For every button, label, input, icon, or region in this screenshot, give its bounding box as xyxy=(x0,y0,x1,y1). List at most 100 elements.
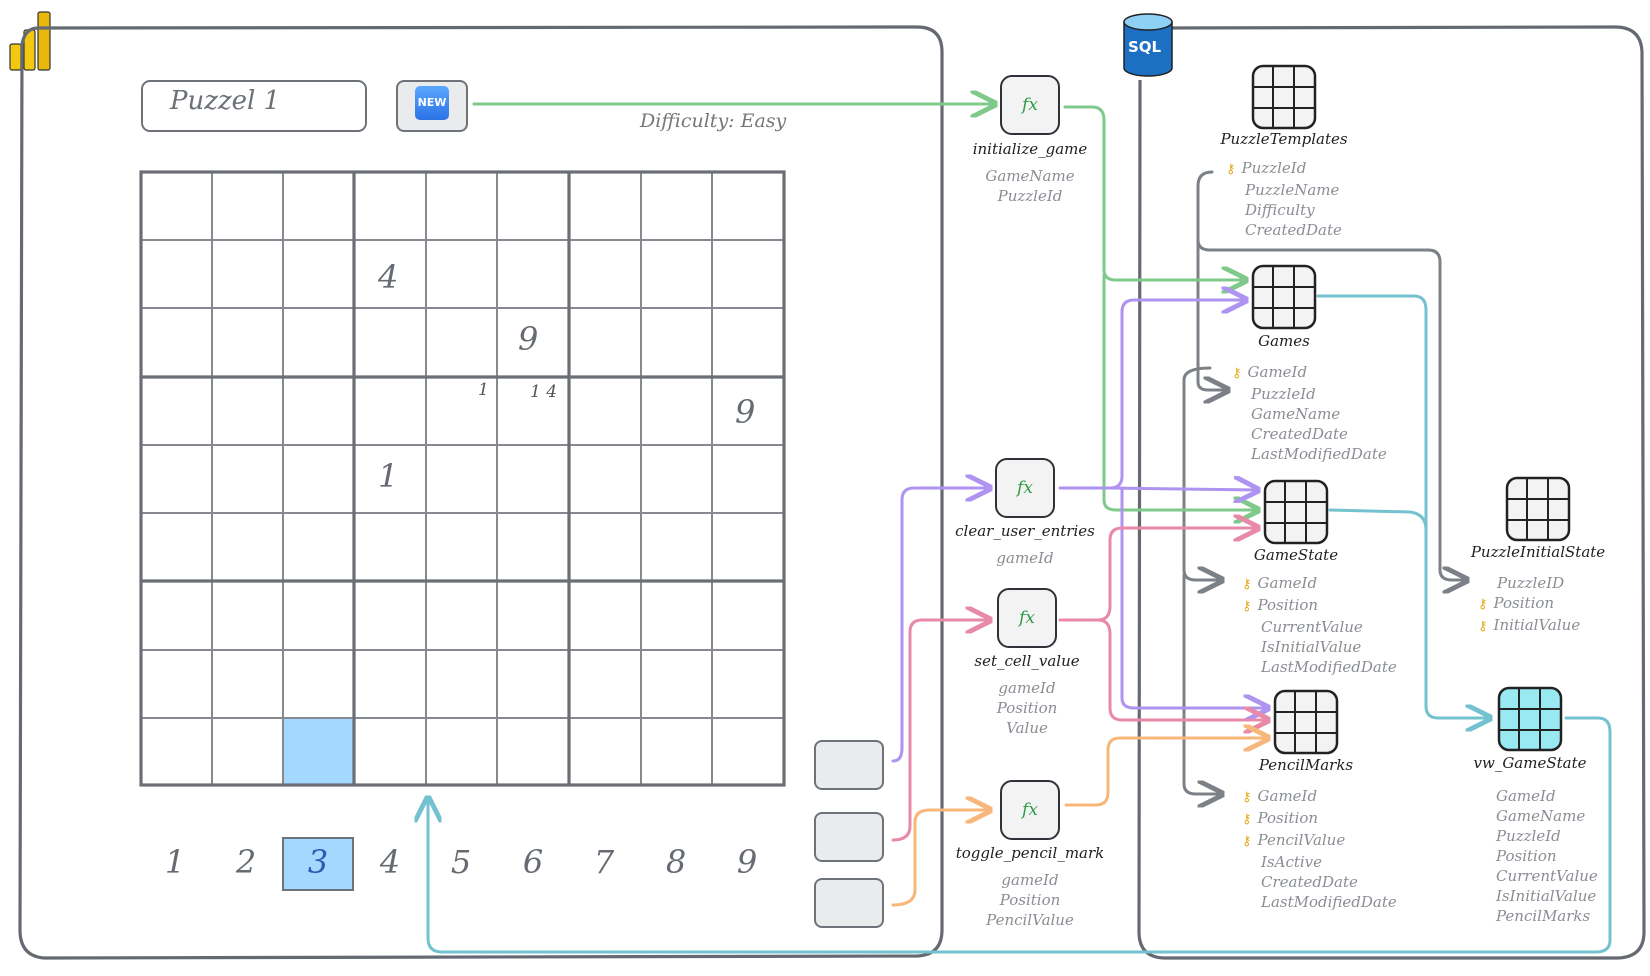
table-icon-puzzleinitialstate xyxy=(1505,476,1571,542)
column-name: IsInitialValue xyxy=(1496,887,1597,905)
column-name: PuzzleId xyxy=(1251,385,1316,403)
column-name: PencilValue xyxy=(1257,831,1346,849)
table-icon-vw-gamestate xyxy=(1497,686,1563,752)
column-name: PuzzleId xyxy=(1241,159,1307,177)
set-connectors xyxy=(891,528,1268,842)
function-name: clear_user_entries xyxy=(955,522,1095,540)
number-pad-button[interactable]: 6 xyxy=(522,843,544,881)
key-icon: ⚷ xyxy=(1242,812,1252,827)
number-pad-selected xyxy=(282,837,354,891)
selected-cell[interactable] xyxy=(283,718,354,785)
function-param: Position xyxy=(996,699,1058,717)
number-pad-button[interactable]: 3 xyxy=(307,843,329,881)
table-columns: ⚷GameId ⚷Position ⚷PencilValue IsActive … xyxy=(1242,786,1397,912)
function-name: toggle_pencil_mark xyxy=(955,844,1105,862)
column-name: IsActive xyxy=(1261,853,1323,871)
column-name: PuzzleId xyxy=(1496,827,1561,845)
column-name: PuzzleName xyxy=(1245,181,1340,199)
table-name: PuzzleTemplates xyxy=(1220,130,1348,148)
puzzle-select[interactable] xyxy=(141,80,367,132)
number-pad-button[interactable]: 4 xyxy=(379,843,401,881)
sql-label: SQL xyxy=(1128,38,1162,56)
function-param: PuzzleId xyxy=(997,187,1063,205)
column-name: InitialValue xyxy=(1493,616,1581,634)
column-name: CurrentValue xyxy=(1496,867,1598,885)
column-name: CurrentValue xyxy=(1261,618,1363,636)
number-pad-button[interactable]: 9 xyxy=(736,843,758,881)
pencil-tool-button[interactable] xyxy=(814,878,884,928)
grid-given-number: 9 xyxy=(518,320,539,358)
column-name: IsInitialValue xyxy=(1261,638,1362,656)
init-connectors xyxy=(472,104,1258,510)
column-name: CreatedDate xyxy=(1261,873,1358,891)
key-icon: ⚷ xyxy=(1226,162,1236,177)
number-pad-button[interactable]: 7 xyxy=(593,843,615,881)
column-name: GameId xyxy=(1257,574,1318,592)
column-name: LastModifiedDate xyxy=(1261,658,1397,676)
key-icon: ⚷ xyxy=(1242,599,1252,614)
table-icon-gridlines xyxy=(1253,66,1569,753)
column-name: GameId xyxy=(1257,787,1318,805)
column-name: Position xyxy=(1496,847,1557,865)
grid-given-number: 4 xyxy=(378,258,399,296)
table-columns: ⚷ PuzzleId PuzzleName Difficulty CreatedD… xyxy=(1226,158,1342,240)
clear-tool-button[interactable] xyxy=(814,740,884,790)
grid-pencil-mark: 1 xyxy=(478,380,489,400)
column-name: Position xyxy=(1493,594,1555,612)
column-name: Difficulty xyxy=(1245,201,1315,219)
app-panel-border xyxy=(18,25,944,960)
column-name: GameName xyxy=(1251,405,1341,423)
table-columns: ⚷ GameId ⚷ Position CurrentValue IsInitial… xyxy=(1242,573,1397,677)
number-pad-button[interactable]: 2 xyxy=(235,843,257,881)
table-columns: ⚷GameId PuzzleId GameName CreatedDate La… xyxy=(1232,362,1387,464)
key-icon: ⚷ xyxy=(1242,834,1252,849)
table-icon-gamestate xyxy=(1263,479,1329,545)
pen-tool-button[interactable] xyxy=(814,812,884,862)
function-icon: fx xyxy=(995,458,1055,518)
column-name: CreatedDate xyxy=(1245,221,1342,239)
difficulty-label: Difficulty: Easy xyxy=(640,110,787,132)
powerbi-logo-icon xyxy=(9,11,51,71)
function-icon: fx xyxy=(997,588,1057,648)
relationship-arrows xyxy=(1182,170,1467,794)
function-param: gameId xyxy=(996,549,1054,567)
new-badge-icon: NEW xyxy=(415,86,449,120)
number-pad-button[interactable]: 1 xyxy=(164,843,186,881)
key-icon: ⚷ xyxy=(1478,597,1488,612)
column-name: Position xyxy=(1257,596,1319,614)
grid-given-number: 9 xyxy=(735,393,756,431)
number-pad-button[interactable]: 8 xyxy=(665,843,687,881)
grid-pencil-mark: 1 4 xyxy=(530,382,558,402)
table-name: PuzzleInitialState xyxy=(1470,543,1606,561)
function-param: Position xyxy=(999,891,1061,909)
view-name: vw_GameState xyxy=(1473,754,1587,772)
function-name: set_cell_value xyxy=(974,652,1080,670)
number-pad-button[interactable]: 5 xyxy=(450,843,472,881)
column-name: Position xyxy=(1257,809,1319,827)
column-name: GameName xyxy=(1496,807,1586,825)
function-param: gameId xyxy=(1001,871,1059,889)
key-icon: ⚷ xyxy=(1242,790,1252,805)
key-icon: ⚷ xyxy=(1242,577,1252,592)
view-columns: GameId GameName PuzzleId Position Curren… xyxy=(1496,786,1598,926)
column-name: CreatedDate xyxy=(1251,425,1348,443)
column-name: LastModifiedDate xyxy=(1251,445,1387,463)
function-name: initialize_game xyxy=(972,140,1088,158)
database-panel-border xyxy=(1137,25,1646,960)
table-name: Games xyxy=(1258,332,1310,350)
table-name: GameState xyxy=(1253,546,1339,564)
sudoku-grid xyxy=(139,170,786,787)
view-connectors xyxy=(428,294,1612,954)
sql-database-icon xyxy=(1123,13,1173,77)
pencil-connectors xyxy=(891,738,1268,907)
function-icon: fx xyxy=(1000,780,1060,840)
column-name: GameId xyxy=(1247,363,1308,381)
column-name: LastModifiedDate xyxy=(1261,893,1397,911)
column-name: PencilMarks xyxy=(1496,907,1591,925)
function-param: GameName xyxy=(985,167,1075,185)
table-icon-pencilmarks xyxy=(1273,689,1339,755)
key-icon: ⚷ xyxy=(1478,619,1488,634)
function-icon: fx xyxy=(1000,75,1060,135)
function-param: PencilValue xyxy=(986,911,1074,929)
column-name: GameId xyxy=(1496,787,1556,805)
